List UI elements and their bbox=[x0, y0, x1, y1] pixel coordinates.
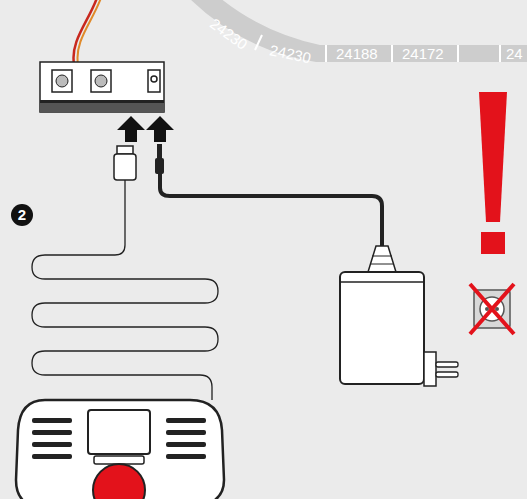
track-number: 24230 bbox=[268, 42, 312, 65]
feeder-wire bbox=[77, 0, 102, 64]
connection-box bbox=[40, 62, 164, 112]
power-cable bbox=[160, 174, 382, 248]
controller-plug bbox=[114, 146, 136, 180]
track-number: 24 bbox=[506, 46, 523, 61]
power-adapter bbox=[340, 246, 458, 386]
callout-circle bbox=[11, 204, 33, 226]
track-number: 24188 bbox=[336, 46, 378, 61]
insert-arrows bbox=[117, 116, 174, 142]
track-band bbox=[186, 0, 527, 62]
callout-number: 2 bbox=[11, 204, 33, 226]
track-number: 24230 bbox=[208, 15, 251, 52]
warning-mark bbox=[479, 92, 507, 254]
no-wall-socket-icon bbox=[470, 284, 514, 334]
coiled-cable bbox=[32, 180, 218, 400]
track-number: 24172 bbox=[402, 46, 444, 61]
power-plug bbox=[155, 144, 164, 174]
mobile-station-controller bbox=[16, 400, 224, 499]
